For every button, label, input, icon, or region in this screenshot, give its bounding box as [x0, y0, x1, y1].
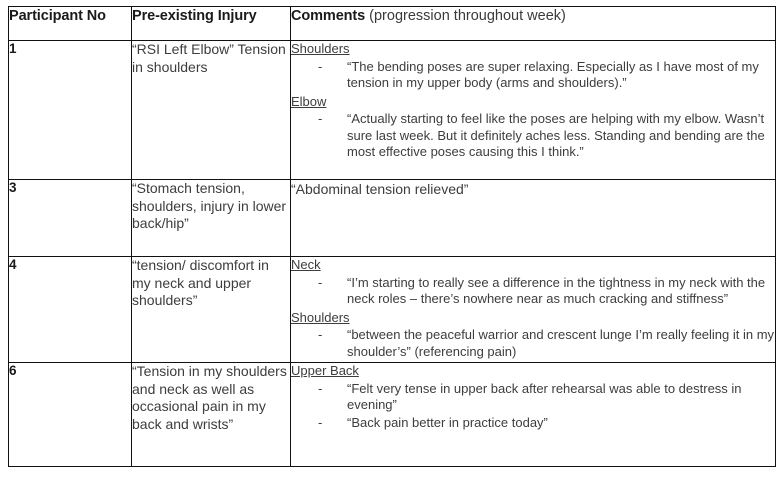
table-header: Participant No Pre-existing Injury Comme… [8, 6, 776, 41]
cell-participant-no: 1 [8, 40, 132, 180]
comment-bullet-list: “The bending poses are super relaxing. E… [291, 59, 775, 92]
cell-pre-existing-injury: “tension/ discomfort in my neck and uppe… [131, 256, 291, 363]
column-header-comments: Comments (progression throughout week) [290, 6, 776, 41]
comment-group-title: Shoulders [291, 41, 350, 56]
table-row: 3 “Stomach tension, shoulders, injury in… [8, 179, 776, 257]
table-row: 1 “RSI Left Elbow” Tension in shoulders … [8, 40, 776, 180]
cell-comments: Upper Back “Felt very tense in upper bac… [290, 362, 776, 467]
comment-bullet: “The bending poses are super relaxing. E… [291, 59, 775, 92]
comment-bullet-list: “Actually starting to feel like the pose… [291, 111, 775, 161]
comment-text: “Abdominal tension relieved” [291, 181, 469, 197]
table-row: 4 “tension/ discomfort in my neck and up… [8, 256, 776, 363]
column-header-pre-existing-injury: Pre-existing Injury [131, 6, 291, 41]
cell-comments: Shoulders “The bending poses are super r… [290, 40, 776, 180]
cell-pre-existing-injury: “RSI Left Elbow” Tension in shoulders [131, 40, 291, 180]
cell-comments: “Abdominal tension relieved” [290, 179, 776, 257]
column-header-participant-no-label: Participant No [9, 8, 106, 24]
comment-bullet: “Felt very tense in upper back after reh… [291, 381, 775, 414]
comment-bullet-list: “between the peaceful warrior and cresce… [291, 327, 775, 360]
comment-group-title: Neck [291, 257, 321, 272]
column-header-comments-label: Comments [291, 8, 366, 24]
cell-participant-no: 3 [8, 179, 132, 257]
comment-group-title: Elbow [291, 93, 327, 109]
header-row: Participant No Pre-existing Injury Comme… [8, 6, 776, 41]
cell-participant-no: 4 [8, 256, 132, 363]
column-header-pre-existing-injury-label: Pre-existing Injury [132, 8, 257, 24]
column-header-comments-sublabel: (progression throughout week) [365, 8, 566, 24]
table-body: 1 “RSI Left Elbow” Tension in shoulders … [8, 40, 776, 467]
comment-bullet-list: “Felt very tense in upper back after reh… [291, 381, 775, 432]
comment-group-title: Shoulders [291, 309, 350, 325]
column-header-participant-no: Participant No [8, 6, 132, 41]
participant-comments-table: Participant No Pre-existing Injury Comme… [8, 6, 776, 467]
comment-bullet: “I’m starting to really see a difference… [291, 275, 775, 308]
cell-pre-existing-injury: “Stomach tension, shoulders, injury in l… [131, 179, 291, 257]
comment-group-title: Upper Back [291, 363, 359, 378]
cell-comments: Neck “I’m starting to really see a diffe… [290, 256, 776, 363]
table-row: 6 “Tension in my shoulders and neck as w… [8, 362, 776, 467]
comment-bullet: “Back pain better in practice today” [291, 415, 775, 432]
cell-participant-no: 6 [8, 362, 132, 467]
comment-bullet: “between the peaceful warrior and cresce… [291, 327, 775, 360]
comment-bullet-list: “I’m starting to really see a difference… [291, 275, 775, 308]
comment-bullet: “Actually starting to feel like the pose… [291, 111, 775, 161]
cell-pre-existing-injury: “Tension in my shoulders and neck as wel… [131, 362, 291, 467]
